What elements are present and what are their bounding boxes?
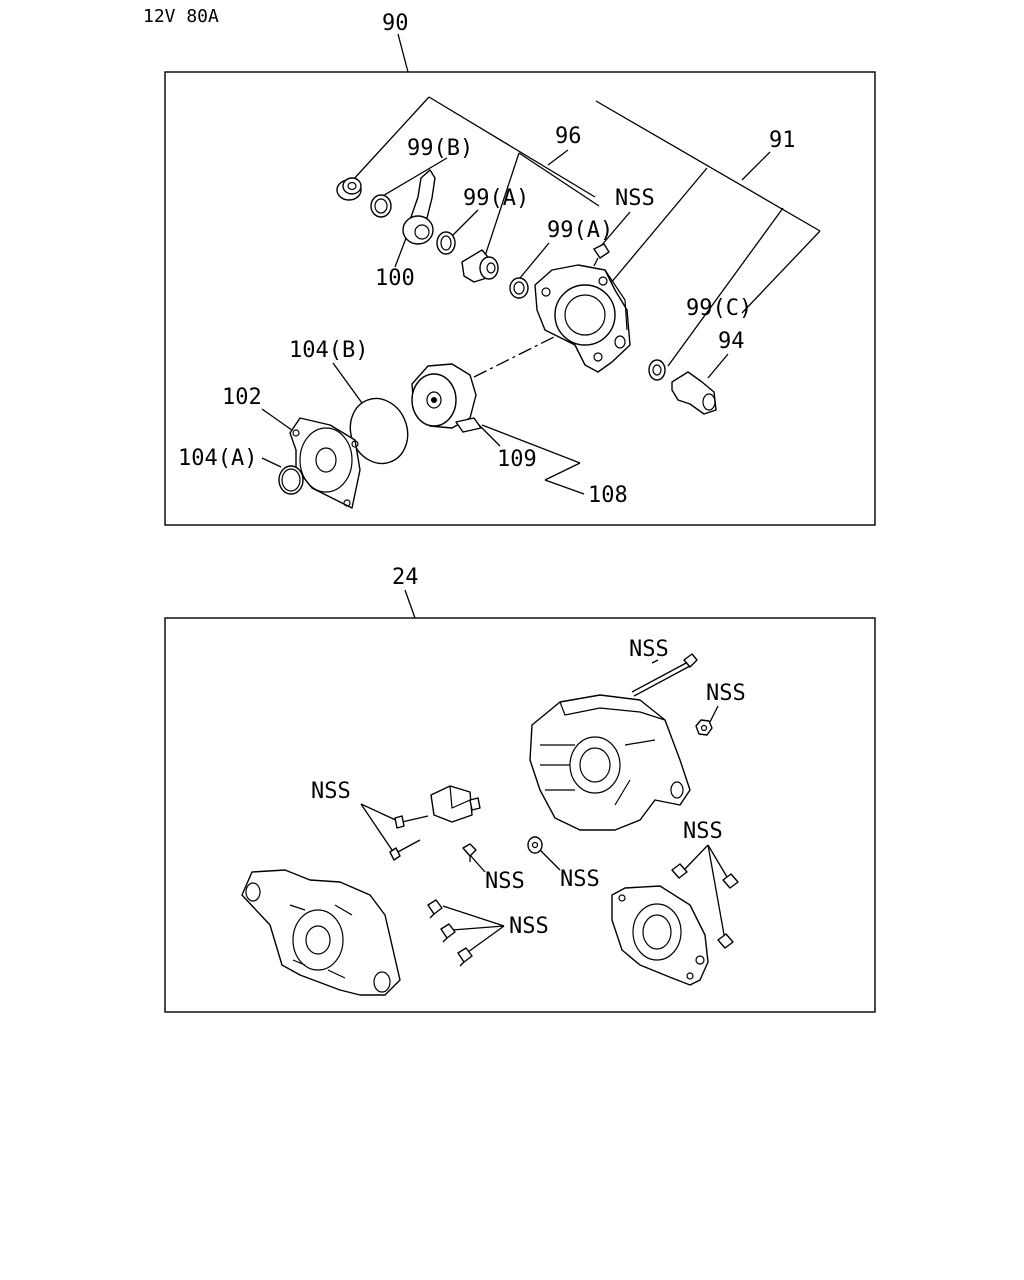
leader-24 — [404, 589, 416, 619]
label-nss-upper: NSS — [615, 186, 655, 211]
label-99a-upper: 99(A) — [463, 186, 529, 211]
label-94: 94 — [718, 329, 745, 354]
screw-nss-upper — [593, 243, 610, 267]
vane-109 — [455, 417, 482, 433]
screw-group-nss — [427, 899, 473, 967]
fitting-94 — [671, 371, 717, 415]
screw-nss-lower-left — [389, 839, 421, 861]
cover-102 — [289, 417, 361, 509]
label-109: 109 — [497, 447, 537, 472]
rear-frame-left — [241, 869, 401, 996]
lower-leader-lines — [360, 659, 731, 953]
label-99c: 99(C) — [686, 296, 752, 321]
label-99a-lower: 99(A) — [547, 218, 613, 243]
washer-99b — [370, 194, 392, 218]
rear-housing-right — [611, 885, 709, 986]
spec-label: 12V 80A — [143, 6, 219, 27]
pump-housing-91 — [534, 264, 631, 373]
rotor-108 — [411, 363, 477, 429]
washer-99a-upper — [436, 231, 456, 255]
label-nss-right: NSS — [683, 819, 723, 844]
screws-right-nss — [671, 863, 739, 949]
nut-nss — [695, 719, 713, 736]
label-nss-screws: NSS — [311, 779, 351, 804]
upper-group-frame — [164, 71, 876, 526]
regulator-block — [430, 785, 481, 823]
label-nss-bolt: NSS — [629, 637, 669, 662]
group-ref-90: 90 — [382, 11, 409, 36]
upper-leader-lines — [261, 96, 821, 495]
washer-99c — [648, 359, 666, 381]
label-108: 108 — [588, 483, 628, 508]
leader-90 — [397, 33, 409, 73]
label-nss-nut: NSS — [706, 681, 746, 706]
small-screw-nss — [462, 843, 477, 862]
union-bolt-96 — [461, 249, 499, 283]
label-99b: 99(B) — [407, 136, 473, 161]
label-nss-small2: NSS — [560, 867, 600, 892]
label-96: 96 — [555, 124, 582, 149]
label-nss-group: NSS — [509, 914, 549, 939]
banjo-fitting-100 — [402, 169, 436, 245]
front-frame-housing — [529, 694, 691, 831]
label-nss-small1: NSS — [485, 869, 525, 894]
lower-group-frame — [164, 617, 876, 1013]
group-ref-24: 24 — [392, 565, 419, 590]
washer-99a-lower — [509, 277, 529, 299]
cap-nut-part — [336, 177, 362, 201]
label-100: 100 — [375, 266, 415, 291]
oring-104a — [278, 465, 304, 495]
screw-nss-upper-left — [394, 815, 429, 829]
label-91: 91 — [769, 128, 796, 153]
small-washer-nss — [527, 836, 543, 854]
label-104b: 104(B) — [289, 338, 368, 363]
label-104a: 104(A) — [178, 446, 257, 471]
label-102: 102 — [222, 385, 262, 410]
through-bolt-nss — [631, 653, 698, 697]
